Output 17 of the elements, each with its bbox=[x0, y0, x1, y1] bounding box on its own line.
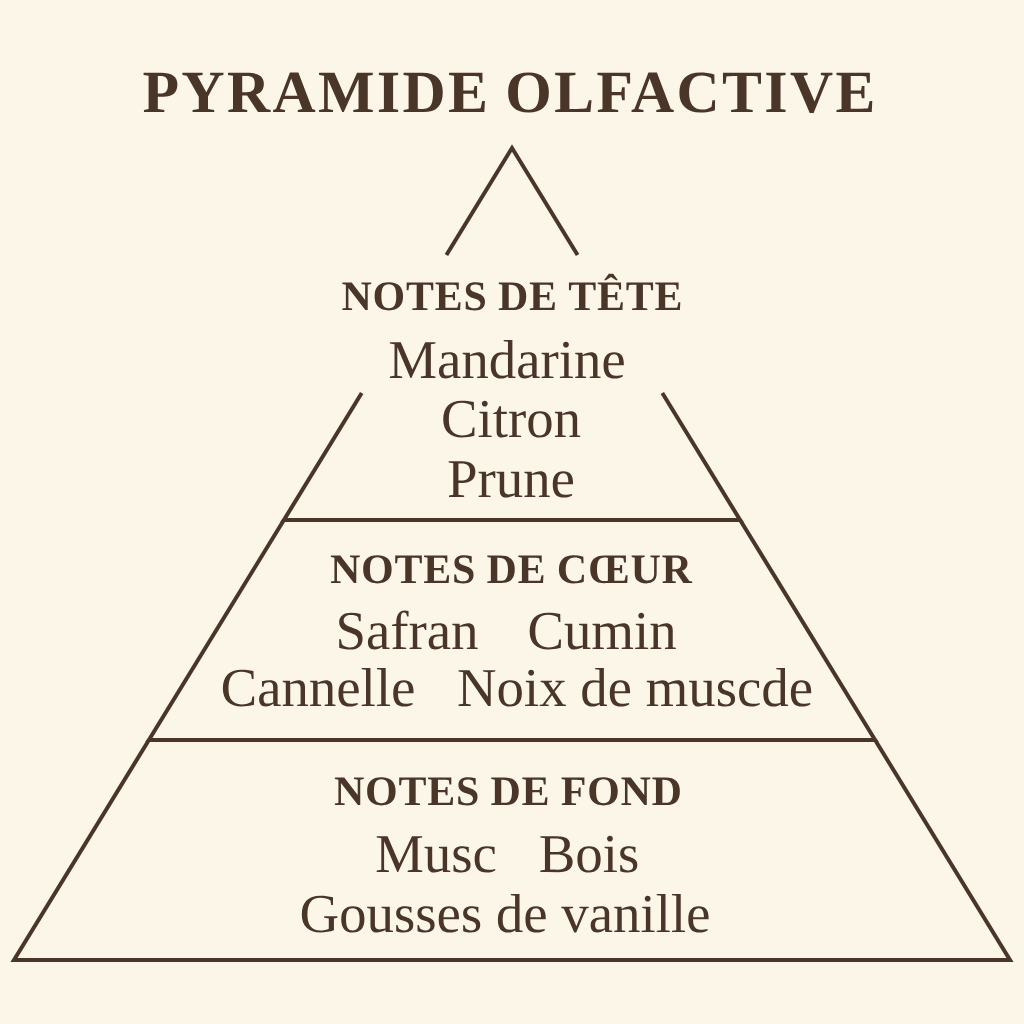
note-name: Mandarine bbox=[389, 340, 624, 379]
note-name: Prune bbox=[448, 461, 573, 498]
tier-heading: NOTES DE FOND bbox=[334, 777, 680, 806]
note-name: Safran bbox=[339, 610, 478, 650]
title: PYRAMIDE OLFACTIVE bbox=[143, 72, 873, 113]
tier-heading: NOTES DE TÊTE bbox=[342, 273, 681, 311]
pyramid-tier bbox=[10, 738, 1014, 962]
note-name: Citron bbox=[443, 400, 581, 438]
note-name: Cannelle bbox=[222, 668, 414, 707]
note-name: Bois bbox=[540, 835, 638, 873]
pyramid-tier bbox=[145, 518, 879, 742]
note-name: Cumin bbox=[529, 612, 676, 650]
pyramid-tier bbox=[280, 144, 744, 522]
note-name: Musc bbox=[376, 836, 496, 873]
tier-heading: NOTES DE CŒUR bbox=[330, 555, 693, 584]
note-name: Gousses de vanille bbox=[301, 894, 709, 933]
note-name: Noix de muscde bbox=[458, 668, 812, 707]
